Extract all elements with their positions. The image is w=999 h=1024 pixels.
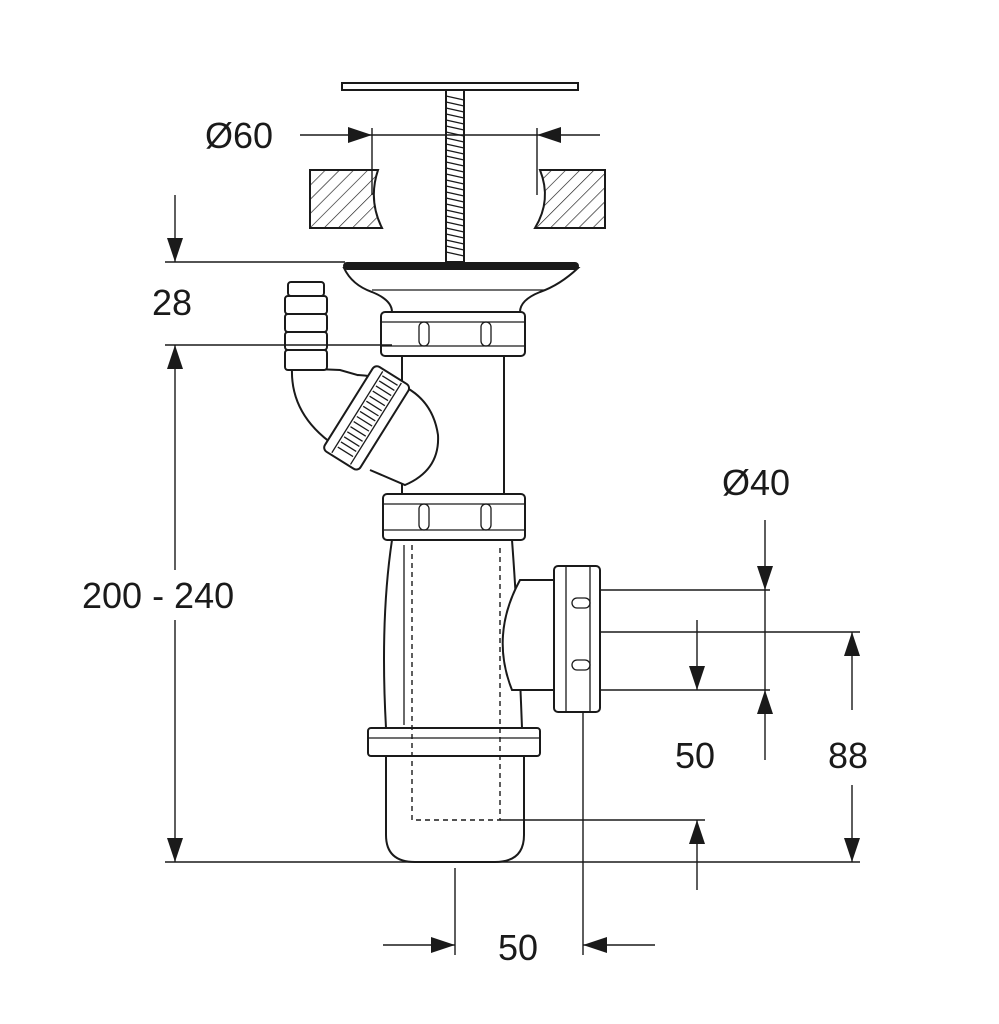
dim-outlet-diameter: Ø40	[722, 462, 790, 503]
screw-thread	[445, 251, 465, 257]
screw-thread	[445, 215, 465, 221]
screw-thread	[445, 203, 465, 209]
screw-thread	[445, 161, 465, 167]
screw-thread	[445, 233, 465, 239]
dip-tube-hidden	[411, 545, 501, 821]
screw-thread	[445, 137, 465, 143]
screw-thread	[445, 107, 465, 113]
screw-thread	[445, 227, 465, 233]
nut-knurl	[359, 410, 376, 422]
screw-thread	[445, 197, 465, 203]
nut-knurl	[337, 446, 354, 458]
screw-thread	[445, 239, 465, 245]
screw-thread	[445, 245, 465, 251]
bottle-body	[383, 539, 557, 729]
nut-knurl	[346, 431, 363, 442]
nut-knurl	[340, 441, 357, 453]
nut-knurl	[375, 385, 392, 397]
screw-thread	[445, 173, 465, 179]
nut-knurl	[372, 390, 389, 402]
middle-nut	[382, 493, 526, 541]
nut-knurl	[353, 421, 370, 432]
screw-thread	[445, 209, 465, 215]
nut-knurl	[366, 400, 383, 412]
dim-outlet-horizontal-offset: 50	[498, 927, 538, 968]
screw-thread	[445, 119, 465, 125]
screw-thread	[445, 155, 465, 161]
nut-knurl	[378, 380, 395, 391]
screw-thread	[445, 101, 465, 107]
nut-knurl	[356, 415, 373, 427]
screw-thread	[445, 149, 465, 155]
dim-outlet-center-height: 88	[828, 735, 868, 776]
nut-knurl	[381, 375, 398, 386]
side-inlet	[284, 281, 440, 487]
screw-thread	[445, 113, 465, 119]
dimension-lines	[165, 127, 860, 955]
outlet-nut	[553, 565, 601, 713]
nut-knurl	[343, 436, 360, 447]
dim-flange-height: 28	[152, 282, 192, 323]
screw-thread	[445, 143, 465, 149]
bottom-cup	[367, 727, 541, 863]
nut-knurl	[369, 395, 386, 407]
dim-strainer-diameter: Ø60	[205, 115, 273, 156]
nut-knurl	[362, 405, 379, 417]
screw-thread	[445, 167, 465, 173]
screw-thread	[445, 125, 465, 131]
screw-thread	[445, 185, 465, 191]
screw-thread	[445, 95, 465, 101]
sink-section	[309, 169, 606, 229]
nut-knurl	[350, 426, 367, 437]
screw-thread	[445, 179, 465, 185]
screw-thread	[445, 191, 465, 197]
dim-outlet-offset-height: 50	[675, 735, 715, 776]
strainer-flange	[342, 262, 581, 313]
top-nut	[380, 311, 526, 357]
dim-height-range: 200 - 240	[82, 575, 234, 616]
screw-thread	[445, 221, 465, 227]
